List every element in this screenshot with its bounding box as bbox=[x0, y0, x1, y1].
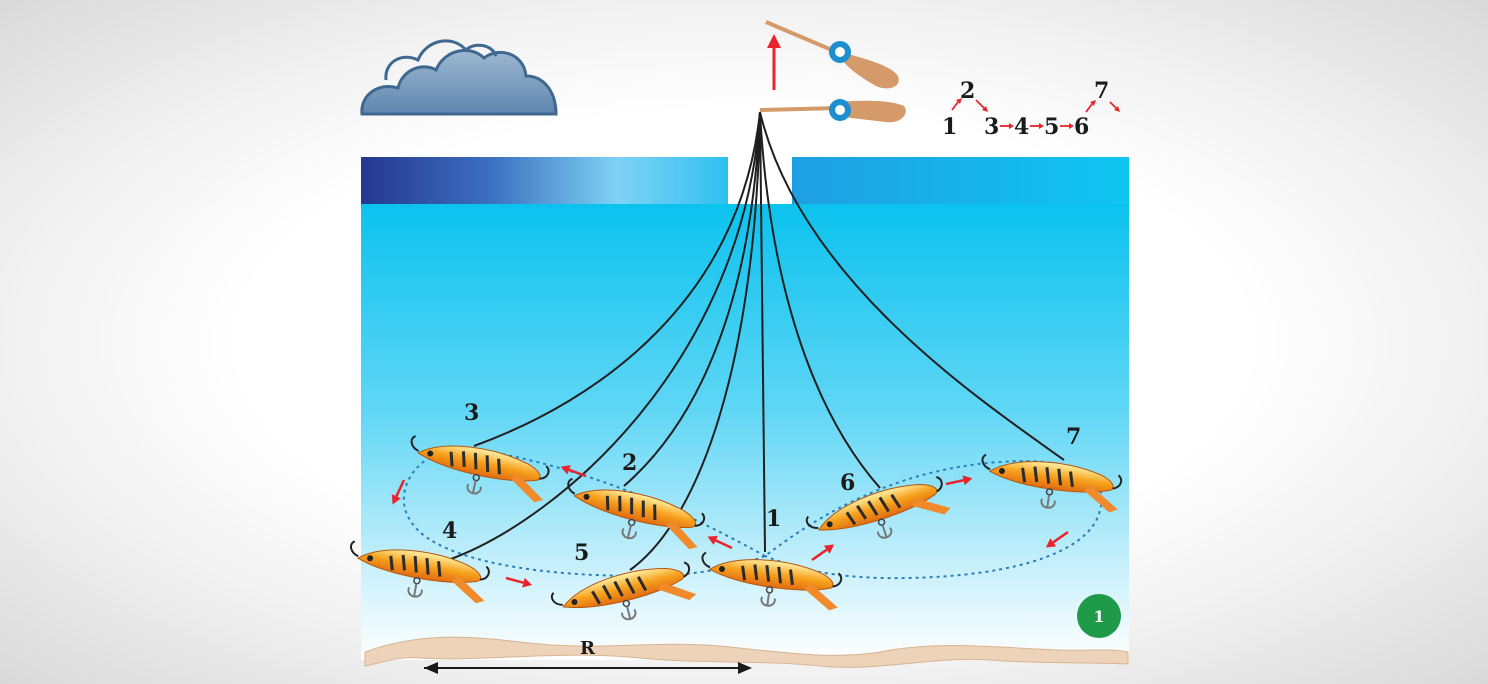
lure-label-4: 4 bbox=[442, 518, 457, 544]
lure-trajectory-path bbox=[402, 447, 1103, 580]
lure-label-1: 1 bbox=[766, 506, 781, 532]
sequence-step-4: 4 bbox=[1014, 114, 1029, 140]
radius-label: R bbox=[580, 638, 596, 659]
lure-label-3: 3 bbox=[464, 400, 479, 426]
lure-label-6: 6 bbox=[840, 470, 855, 496]
sequence-step-2: 2 bbox=[960, 78, 975, 104]
cloud-icon bbox=[360, 39, 558, 116]
radius-arrow bbox=[424, 662, 752, 674]
fishing-rod-icon bbox=[759, 20, 906, 123]
sequence-step-5: 5 bbox=[1044, 114, 1059, 140]
ice-layer-left bbox=[361, 157, 728, 204]
lift-arrow-icon bbox=[767, 34, 781, 90]
figure-badge-number: 1 bbox=[1093, 607, 1104, 626]
figure-badge: 1 bbox=[1077, 594, 1121, 638]
sequence-legend: 1 2 3 4 5 6 7 bbox=[942, 78, 1120, 140]
fishing-lines bbox=[447, 111, 1065, 571]
lure-label-2: 2 bbox=[622, 450, 637, 476]
sequence-step-7: 7 bbox=[1094, 78, 1109, 104]
water-area bbox=[361, 204, 1129, 660]
sequence-step-3: 3 bbox=[984, 114, 999, 140]
lure-label-5: 5 bbox=[574, 540, 589, 566]
lake-bottom bbox=[364, 636, 1129, 668]
lure-label-7: 7 bbox=[1066, 424, 1081, 450]
ice-layer-right bbox=[792, 157, 1129, 204]
sequence-step-6: 6 bbox=[1074, 114, 1089, 140]
sequence-step-1: 1 bbox=[942, 114, 957, 140]
